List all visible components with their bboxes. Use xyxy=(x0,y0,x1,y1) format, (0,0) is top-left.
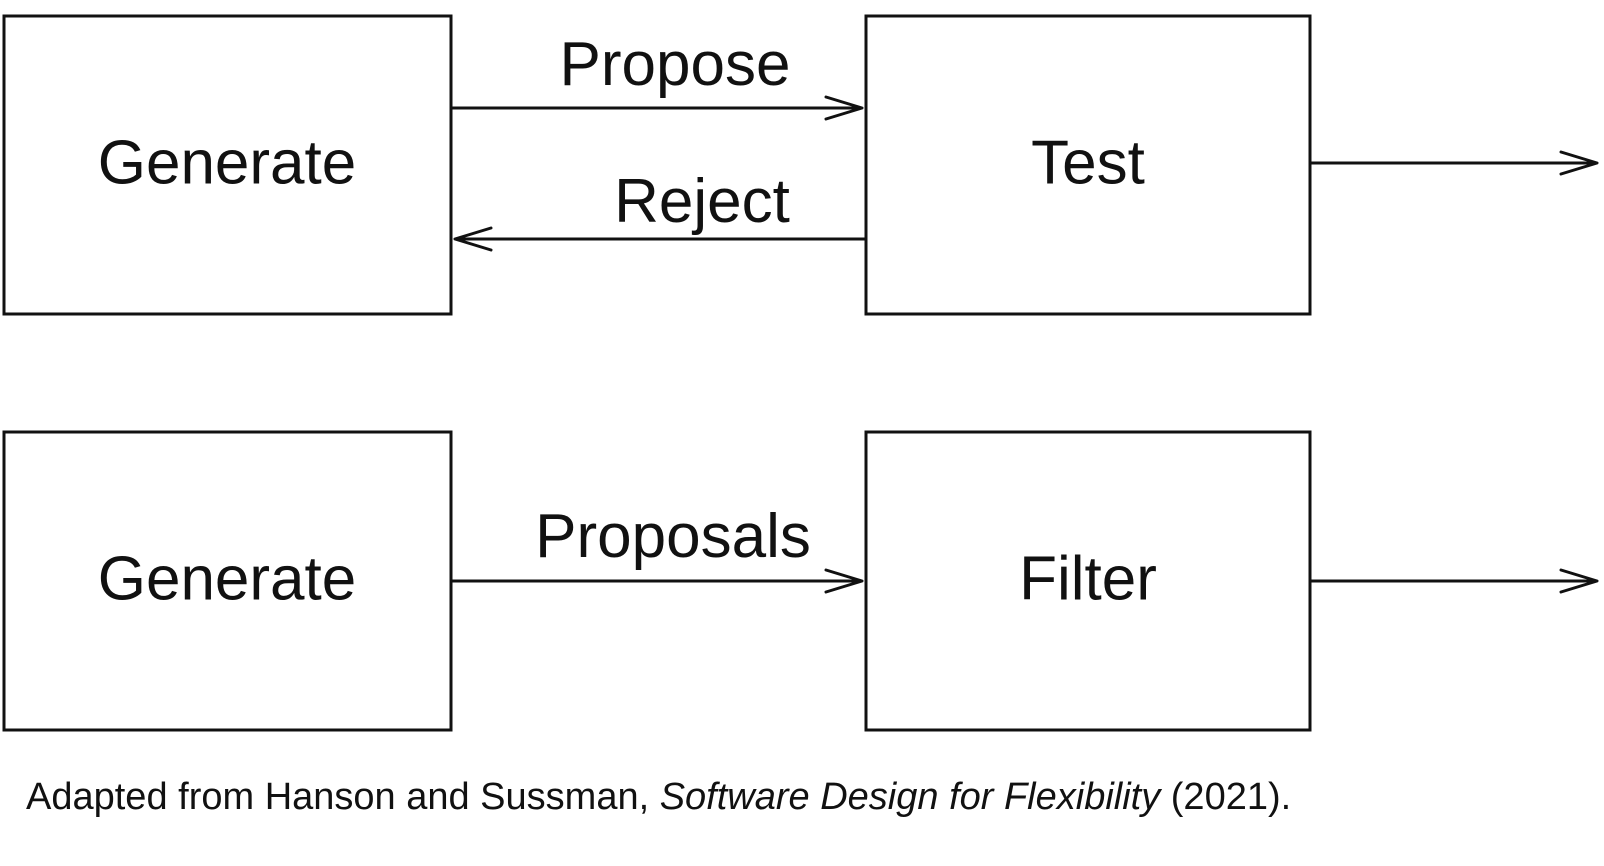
node-generate-bottom: Generate xyxy=(2,430,453,732)
edge-proposals-label: Proposals xyxy=(535,502,811,571)
edge-proposals: Proposals xyxy=(451,502,864,594)
edge-propose-label: Propose xyxy=(560,30,791,99)
diagram-generate-test: Generate Test Propose Reject xyxy=(2,14,1599,316)
node-filter-label: Filter xyxy=(1019,544,1157,613)
node-filter: Filter xyxy=(864,430,1312,732)
diagram-generate-filter: Generate Filter Proposals xyxy=(2,430,1599,732)
node-generate-top: Generate xyxy=(2,14,453,316)
caption-prefix: Adapted from Hanson and Sussman, xyxy=(26,776,660,818)
node-test-label: Test xyxy=(1031,128,1145,197)
node-generate-bottom-label: Generate xyxy=(98,544,357,613)
edge-reject-label: Reject xyxy=(614,167,790,236)
caption-book-title: Software Design for Flexibility xyxy=(659,776,1161,818)
edge-reject: Reject xyxy=(453,167,866,252)
edge-test-output xyxy=(1310,150,1599,176)
node-test: Test xyxy=(864,14,1312,316)
caption-suffix: (2021). xyxy=(1160,776,1292,818)
node-generate-top-label: Generate xyxy=(98,128,357,197)
caption: Adapted from Hanson and Sussman, Softwar… xyxy=(26,776,1291,819)
edge-filter-output xyxy=(1310,568,1599,594)
edge-propose: Propose xyxy=(451,30,864,121)
